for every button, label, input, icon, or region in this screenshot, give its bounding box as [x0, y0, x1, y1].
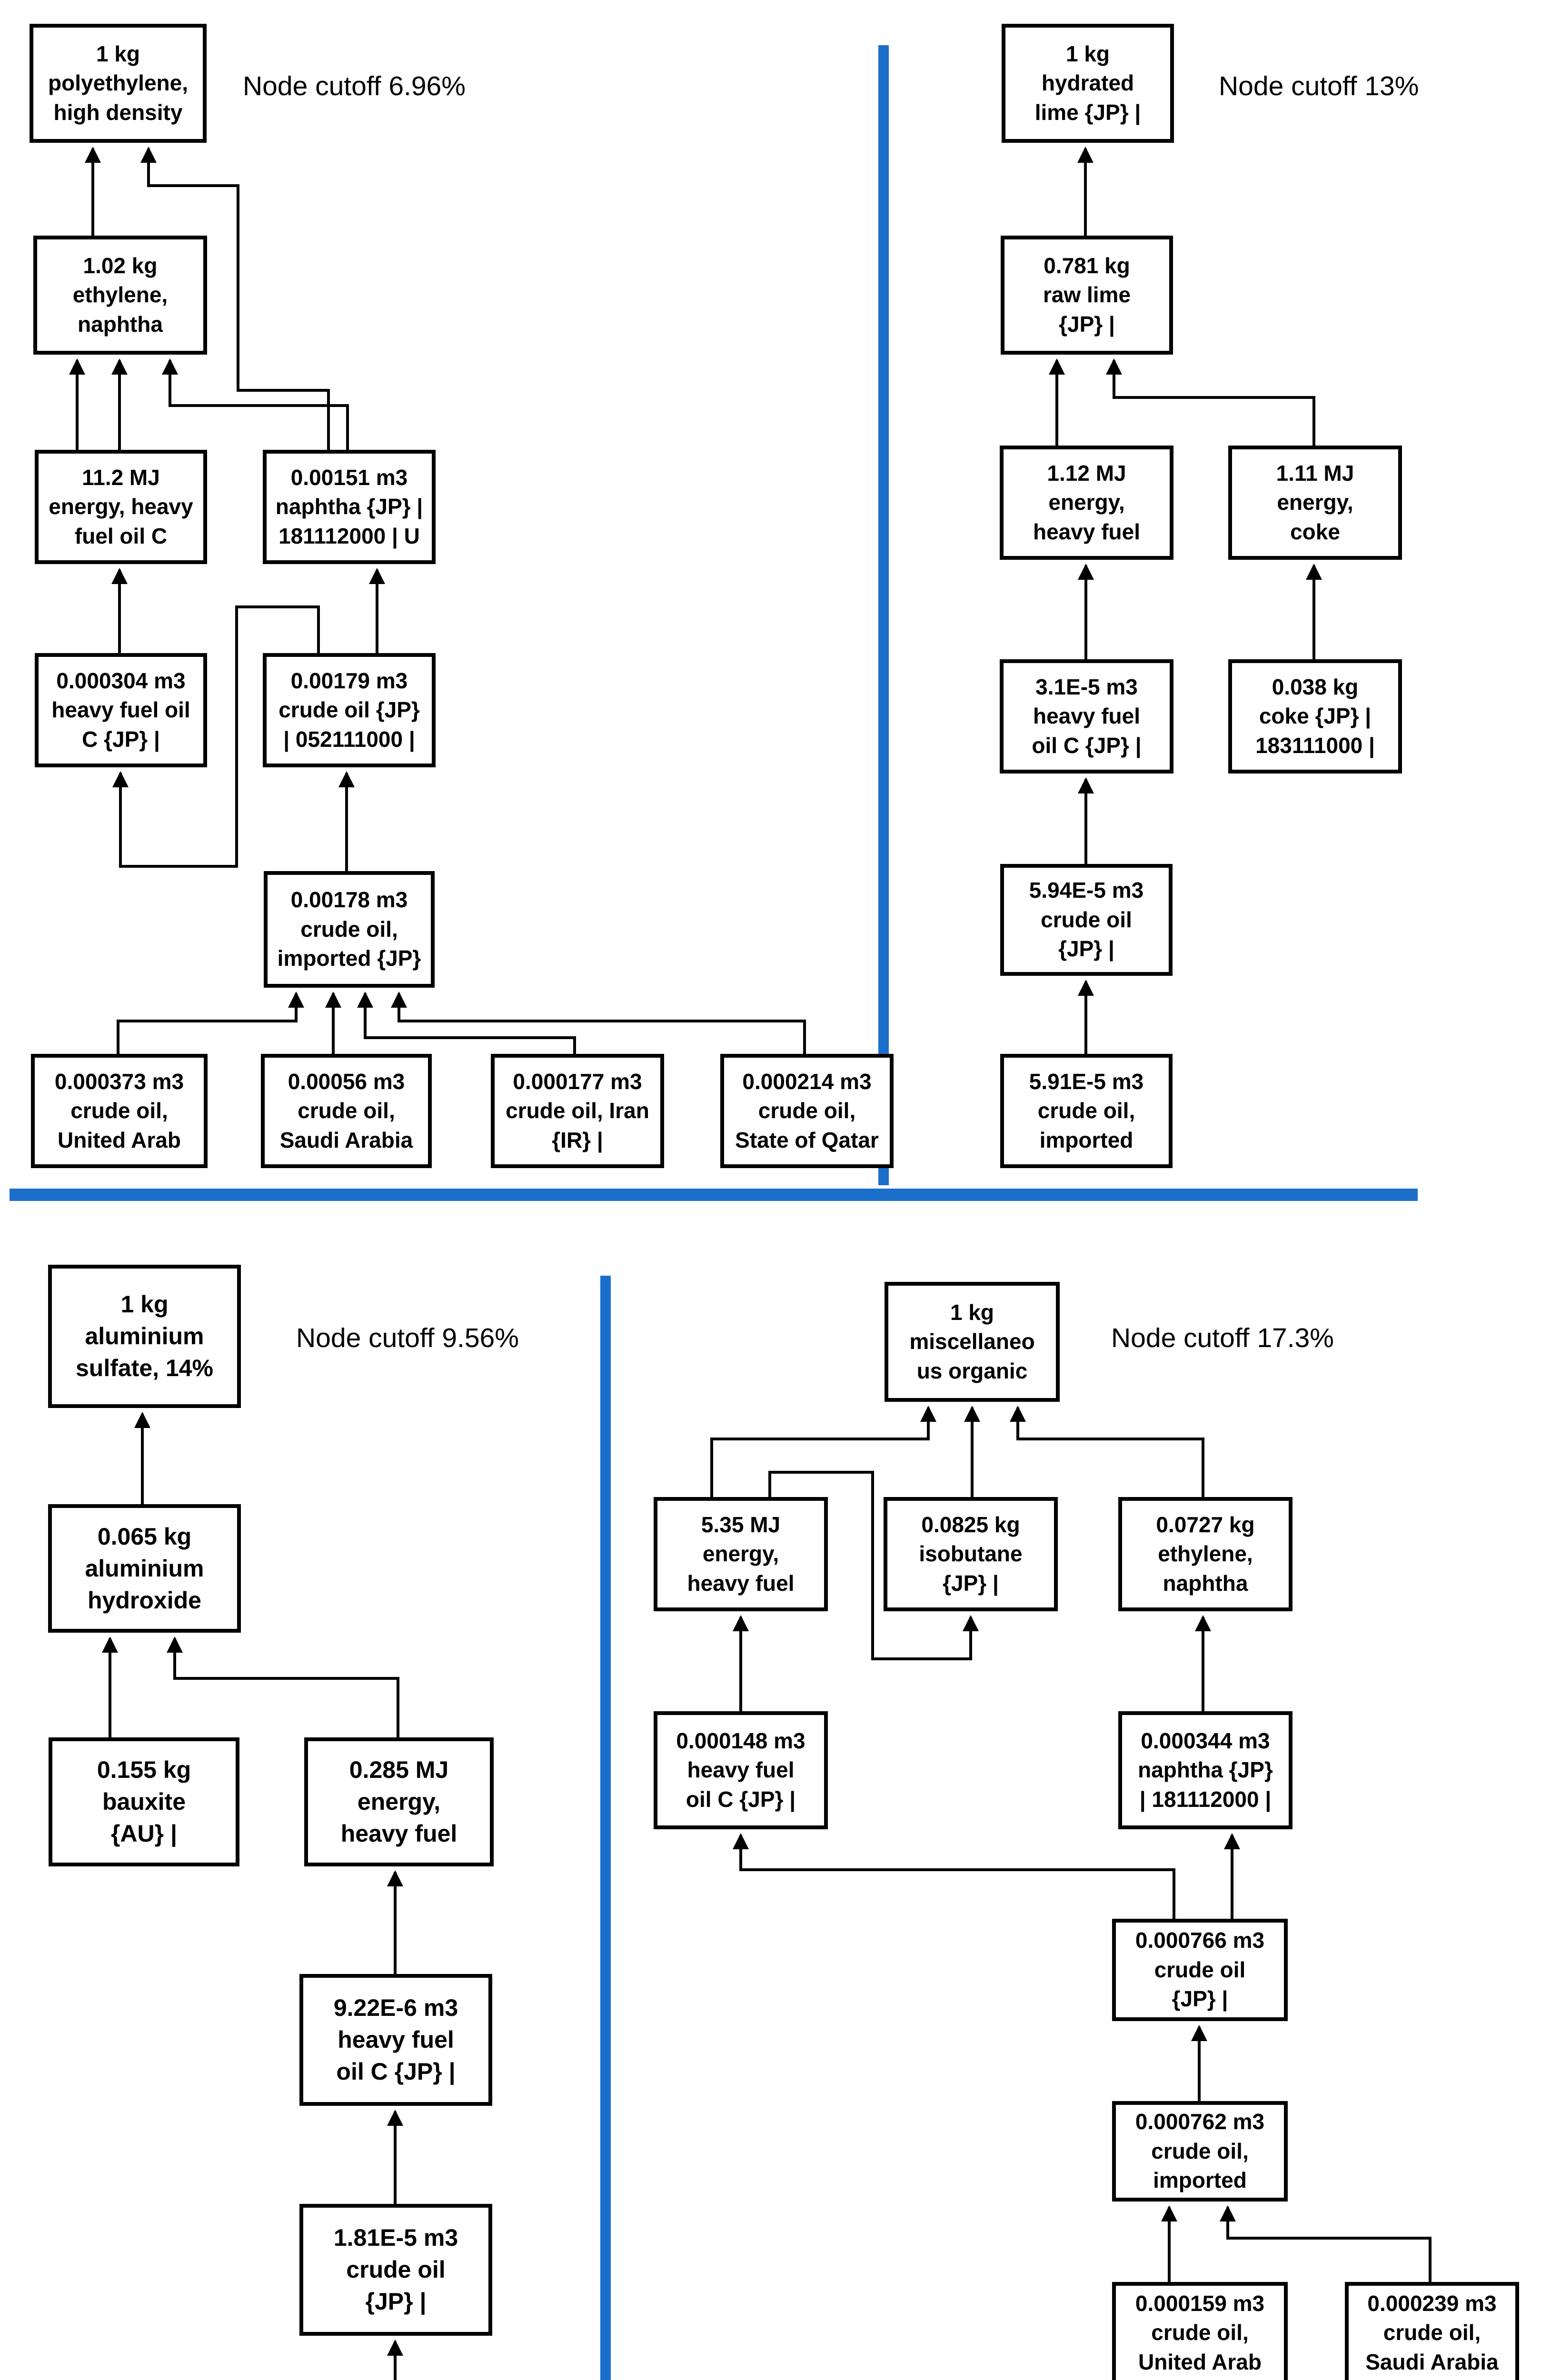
node-aluminium-hydroxide[interactable]: 0.065 kg aluminium hydroxide	[48, 1504, 241, 1633]
vertical-divider-top	[878, 45, 889, 1185]
node-coke[interactable]: 0.038 kg coke {JP} | 183111000 |	[1228, 659, 1402, 774]
node-energy-heavy-fuel-d[interactable]: 5.35 MJ energy, heavy fuel	[654, 1497, 828, 1611]
node-ethylene-d[interactable]: 0.0727 kg ethylene, naphtha	[1118, 1497, 1292, 1611]
edge-naphtha-to-ethylene	[162, 358, 349, 450]
node-heavy-fuel-oil-c-d[interactable]: 0.000148 m3 heavy fuel oil C {JP} |	[654, 1711, 828, 1829]
node-crude-oil-united-arab[interactable]: 0.000373 m3 crude oil, United Arab	[31, 1054, 208, 1168]
edge-crudejp-to-heavyfuel-d	[733, 1833, 1175, 1919]
node-heavy-fuel-oil-c-c[interactable]: 9.22E-6 m3 heavy fuel oil C {JP} |	[299, 1974, 492, 2106]
node-crude-oil-jp-b[interactable]: 5.94E-5 m3 crude oil {JP} |	[1000, 864, 1173, 976]
edge-iran-to-imported	[357, 992, 576, 1054]
node-crude-oil-united-arab-d[interactable]: 0.000159 m3 crude oil, United Arab	[1112, 2282, 1288, 2380]
node-crude-oil-imported[interactable]: 0.00178 m3 crude oil, imported {JP}	[264, 871, 435, 988]
node-heavy-fuel-oil-c-b[interactable]: 3.1E-5 m3 heavy fuel oil C {JP} |	[1000, 659, 1173, 774]
node-energy-heavy-fuel-oil-c[interactable]: 11.2 MJ energy, heavy fuel oil C	[35, 450, 207, 564]
node-bauxite[interactable]: 0.155 kg bauxite {AU} |	[49, 1737, 239, 1866]
cutoff-title-2: Node cutoff 13%	[1219, 71, 1419, 101]
cutoff-title-4: Node cutoff 17.3%	[1111, 1323, 1334, 1353]
node-energy-heavy-fuel-c[interactable]: 0.285 MJ energy, heavy fuel	[304, 1737, 494, 1866]
cutoff-title-3: Node cutoff 9.56%	[296, 1323, 519, 1353]
edge-uae-to-imported	[117, 992, 304, 1054]
edge-ethylene-to-misc	[1010, 1406, 1204, 1497]
node-crude-oil-jp[interactable]: 0.00179 m3 crude oil {JP} | 052111000 |	[263, 653, 436, 767]
edge-energycoke-to-rawlime	[1106, 358, 1315, 446]
edge-energy-to-isobutane	[768, 1471, 979, 1660]
node-heavy-fuel-oil-c[interactable]: 0.000304 m3 heavy fuel oil C {JP} |	[35, 653, 207, 767]
vertical-divider-bottom	[600, 1276, 611, 2380]
node-crude-oil-imported-b[interactable]: 5.91E-5 m3 crude oil, imported	[1000, 1054, 1173, 1168]
node-isobutane[interactable]: 0.0825 kg isobutane {JP} |	[884, 1497, 1058, 1611]
node-miscellaneous-organic[interactable]: 1 kg miscellaneo us organic	[885, 1282, 1060, 1402]
edge-energy-to-misc	[710, 1406, 936, 1497]
edge-energy-to-hydroxide	[167, 1636, 399, 1737]
node-crude-oil-jp-d[interactable]: 0.000766 m3 crude oil {JP} |	[1112, 1919, 1288, 2021]
node-naphtha[interactable]: 0.00151 m3 naphtha {JP} | 181112000 | U	[263, 450, 436, 564]
horizontal-divider	[10, 1189, 1418, 1201]
edge-qatar-to-imported	[391, 992, 806, 1054]
node-raw-lime[interactable]: 0.781 kg raw lime {JP} |	[1001, 236, 1173, 355]
node-crude-oil-saudi-arabia[interactable]: 0.00056 m3 crude oil, Saudi Arabia	[261, 1054, 432, 1168]
node-crude-oil-iran[interactable]: 0.000177 m3 crude oil, Iran {IR} |	[491, 1054, 664, 1168]
node-energy-heavy-fuel-b[interactable]: 1.12 MJ energy, heavy fuel	[1000, 446, 1173, 560]
node-crude-oil-qatar[interactable]: 0.000214 m3 crude oil, State of Qatar	[720, 1054, 894, 1168]
edge-crudejp-to-heavyfuel	[112, 605, 320, 868]
cutoff-title-1: Node cutoff 6.96%	[243, 71, 466, 101]
edge-naphtha-to-polyethylene	[140, 147, 330, 450]
node-naphtha-d[interactable]: 0.000344 m3 naphtha {JP} | 181112000 |	[1118, 1711, 1292, 1829]
node-polyethylene[interactable]: 1 kg polyethylene, high density	[30, 24, 207, 143]
node-aluminium-sulfate[interactable]: 1 kg aluminium sulfate, 14%	[48, 1265, 241, 1408]
node-crude-oil-imported-d[interactable]: 0.000762 m3 crude oil, imported	[1112, 2101, 1288, 2202]
edge-saudi-to-imported-d	[1220, 2205, 1432, 2282]
node-crude-oil-jp-c[interactable]: 1.81E-5 m3 crude oil {JP} |	[299, 2204, 492, 2336]
node-energy-coke[interactable]: 1.11 MJ energy, coke	[1228, 446, 1402, 560]
node-crude-oil-saudi-arabia-d[interactable]: 0.000239 m3 crude oil, Saudi Arabia	[1345, 2282, 1519, 2380]
node-hydrated-lime[interactable]: 1 kg hydrated lime {JP} |	[1002, 24, 1174, 143]
node-ethylene[interactable]: 1.02 kg ethylene, naphtha	[33, 236, 207, 355]
